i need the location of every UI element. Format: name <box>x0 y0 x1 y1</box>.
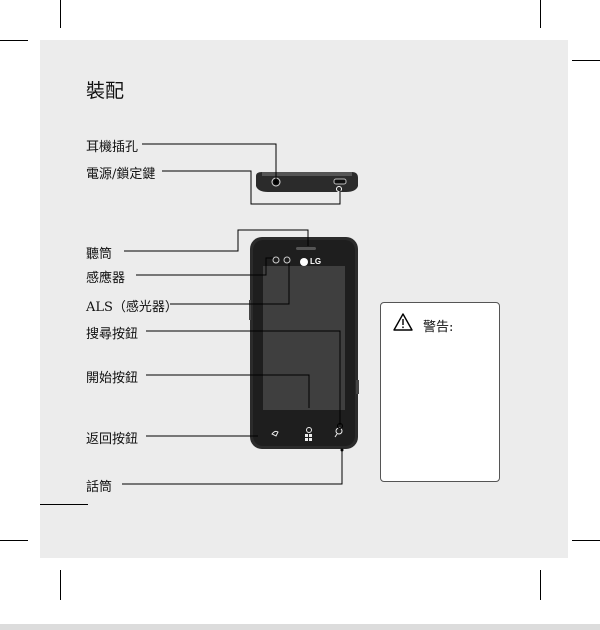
phone-top-view <box>256 172 358 192</box>
label-power-lock-key: 電源/鎖定鍵 <box>86 163 155 182</box>
label-microphone: 話筒 <box>86 476 112 495</box>
label-als: ALS（感光器） <box>86 296 178 315</box>
label-sensor: 感應器 <box>86 267 125 286</box>
label-back-key: 返回按鈕 <box>86 428 138 447</box>
warning-triangle-icon <box>393 313 413 331</box>
label-start-key: 開始按鈕 <box>86 367 138 386</box>
label-search-key: 搜尋按鈕 <box>86 323 138 342</box>
warning-title: 警告: <box>423 316 453 335</box>
lg-logo: LG <box>300 257 321 266</box>
footer-rule <box>40 504 88 505</box>
label-headphone-jack: 耳機插孔 <box>86 136 138 155</box>
bottom-strip <box>0 624 600 630</box>
label-earpiece: 聽筒 <box>86 243 112 262</box>
warning-box: 警告: <box>380 302 500 482</box>
